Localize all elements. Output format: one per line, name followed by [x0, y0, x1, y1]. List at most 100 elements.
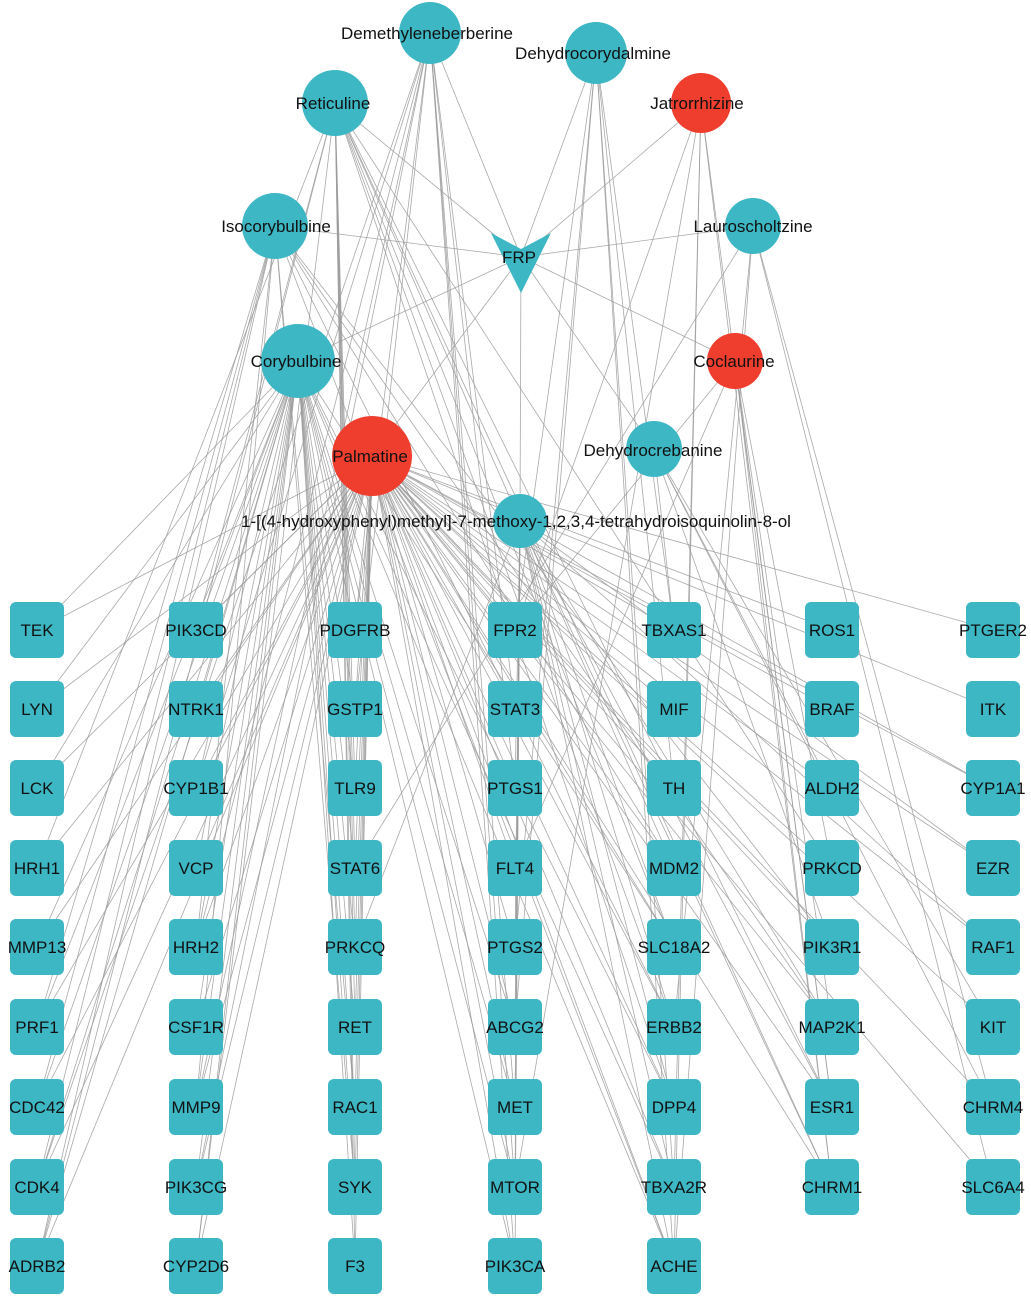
target-node-pik3r1[interactable]: PIK3R1 [803, 919, 862, 975]
target-box [488, 919, 542, 975]
edge-palmatine-CDK4 [36, 455, 373, 1188]
target-node-cyp1b1[interactable]: CYP1B1 [163, 760, 229, 816]
target-node-syk[interactable]: SYK [328, 1159, 382, 1215]
target-label: PDGFRB [320, 621, 391, 640]
target-box [805, 760, 859, 816]
target-box [966, 602, 1020, 658]
compound-node-reticuline[interactable]: Reticuline [296, 70, 371, 136]
target-node-prkcq[interactable]: PRKCQ [325, 919, 385, 975]
target-node-chrm1[interactable]: CHRM1 [802, 1159, 862, 1215]
target-label: CYP1B1 [163, 779, 228, 798]
compound-node-demethyleneberberine[interactable]: Demethyleneberberine [341, 2, 513, 64]
target-label: ACHE [650, 1257, 697, 1276]
target-node-dpp4[interactable]: DPP4 [647, 1079, 701, 1135]
target-node-ptgs1[interactable]: PTGS1 [487, 760, 543, 816]
target-node-tbxa2r[interactable]: TBXA2R [641, 1159, 707, 1215]
target-node-ptger2[interactable]: PTGER2 [959, 602, 1027, 658]
target-node-chrm4[interactable]: CHRM4 [963, 1079, 1023, 1135]
target-node-f3[interactable]: F3 [328, 1238, 382, 1294]
edge-demethyleneberberine-PIK3CA [429, 32, 516, 1267]
target-node-slc6a4[interactable]: SLC6A4 [961, 1159, 1025, 1215]
target-node-ntrk1[interactable]: NTRK1 [168, 681, 224, 737]
target-node-adrb2[interactable]: ADRB2 [9, 1238, 66, 1294]
target-node-lck[interactable]: LCK [10, 760, 64, 816]
target-node-gstp1[interactable]: GSTP1 [327, 681, 383, 737]
target-node-cyp1a1[interactable]: CYP1A1 [960, 760, 1026, 816]
compound-node-dehydrocorydalmine[interactable]: Dehydrocorydalmine [515, 22, 671, 84]
edge-corybulbine-MTOR [297, 360, 516, 1188]
target-node-aldh2[interactable]: ALDH2 [805, 760, 860, 816]
target-node-stat3[interactable]: STAT3 [488, 681, 542, 737]
target-node-prkcd[interactable]: PRKCD [802, 840, 862, 896]
target-node-slc18a2[interactable]: SLC18A2 [638, 919, 711, 975]
target-node-map2k1[interactable]: MAP2K1 [798, 999, 866, 1055]
target-node-vcp[interactable]: VCP [169, 840, 223, 896]
target-node-abcg2[interactable]: ABCG2 [486, 999, 544, 1055]
target-node-th[interactable]: TH [647, 760, 701, 816]
target-node-stat6[interactable]: STAT6 [328, 840, 382, 896]
target-box [328, 1159, 382, 1215]
target-node-ros1[interactable]: ROS1 [805, 602, 859, 658]
target-node-met[interactable]: MET [488, 1079, 542, 1135]
target-box [10, 681, 64, 737]
target-node-esr1[interactable]: ESR1 [805, 1079, 859, 1135]
target-label: TEK [20, 621, 54, 640]
compound-circle [671, 73, 731, 133]
edge-palmatine-MTOR [371, 455, 516, 1188]
compound-node-lauroscholtzine[interactable]: Lauroscholtzine [693, 198, 813, 254]
target-box [169, 681, 223, 737]
target-node-mmp13[interactable]: MMP13 [8, 919, 67, 975]
target-node-ezr[interactable]: EZR [966, 840, 1020, 896]
target-node-pdgfrb[interactable]: PDGFRB [320, 602, 391, 658]
target-node-fpr2[interactable]: FPR2 [488, 602, 542, 658]
target-box [10, 919, 64, 975]
edge-palmatine-CYP1B1 [195, 455, 373, 789]
compound-node-dehydrocrebanine[interactable]: Dehydrocrebanine [584, 421, 723, 477]
target-node-pik3cd[interactable]: PIK3CD [165, 602, 227, 658]
edge-reticuline-MDM2 [334, 102, 675, 869]
target-node-erbb2[interactable]: ERBB2 [646, 999, 702, 1055]
compound-node-corybulbine[interactable]: Corybulbine [251, 324, 342, 398]
target-node-cdc42[interactable]: CDC42 [9, 1079, 65, 1135]
compound-node-coclaurine[interactable]: Coclaurine [693, 333, 775, 389]
target-node-pik3ca[interactable]: PIK3CA [485, 1238, 546, 1294]
target-node-mmp9[interactable]: MMP9 [169, 1079, 223, 1135]
target-node-mif[interactable]: MIF [647, 681, 701, 737]
compound-node-jatrorrhizine[interactable]: Jatrorrhizine [650, 73, 744, 133]
target-node-ret[interactable]: RET [328, 999, 382, 1055]
target-node-prf1[interactable]: PRF1 [10, 999, 64, 1055]
target-node-mtor[interactable]: MTOR [488, 1159, 542, 1215]
herb-node-frp[interactable]: FRP [491, 233, 551, 293]
target-node-cyp2d6[interactable]: CYP2D6 [163, 1238, 229, 1294]
target-box [328, 1238, 382, 1294]
edge-corybulbine-CDK4 [36, 360, 299, 1188]
edge-palmatine-KIT [371, 455, 994, 1028]
target-node-mdm2[interactable]: MDM2 [647, 840, 701, 896]
target-label: MAP2K1 [798, 1018, 865, 1037]
compound-node-isocorybulbine[interactable]: Isocorybulbine [221, 193, 331, 259]
target-node-hrh2[interactable]: HRH2 [169, 919, 223, 975]
target-node-ptgs2[interactable]: PTGS2 [487, 919, 543, 975]
edge-hmtiq-TBXA2R [519, 520, 675, 1188]
compound-node-hmtiq[interactable]: 1-[(4-hydroxyphenyl)methyl]-7-methoxy-1,… [241, 494, 791, 548]
target-node-raf1[interactable]: RAF1 [966, 919, 1020, 975]
target-node-tek[interactable]: TEK [10, 602, 64, 658]
target-node-pik3cg[interactable]: PIK3CG [165, 1159, 227, 1215]
target-node-tlr9[interactable]: TLR9 [328, 760, 382, 816]
target-node-tbxas1[interactable]: TBXAS1 [641, 602, 707, 658]
target-node-hrh1[interactable]: HRH1 [10, 840, 64, 896]
target-node-ache[interactable]: ACHE [647, 1238, 701, 1294]
target-node-lyn[interactable]: LYN [10, 681, 64, 737]
target-node-braf[interactable]: BRAF [805, 681, 859, 737]
target-node-itk[interactable]: ITK [966, 681, 1020, 737]
compound-label: Dehydrocrebanine [584, 441, 723, 460]
target-box [966, 919, 1020, 975]
target-node-kit[interactable]: KIT [966, 999, 1020, 1055]
target-node-rac1[interactable]: RAC1 [328, 1079, 382, 1135]
target-node-csf1r[interactable]: CSF1R [168, 999, 224, 1055]
compound-node-palmatine[interactable]: Palmatine [332, 416, 412, 496]
herb-shape [491, 233, 551, 293]
target-node-cdk4[interactable]: CDK4 [10, 1159, 64, 1215]
target-label: CHRM4 [963, 1098, 1023, 1117]
target-node-flt4[interactable]: FLT4 [488, 840, 542, 896]
